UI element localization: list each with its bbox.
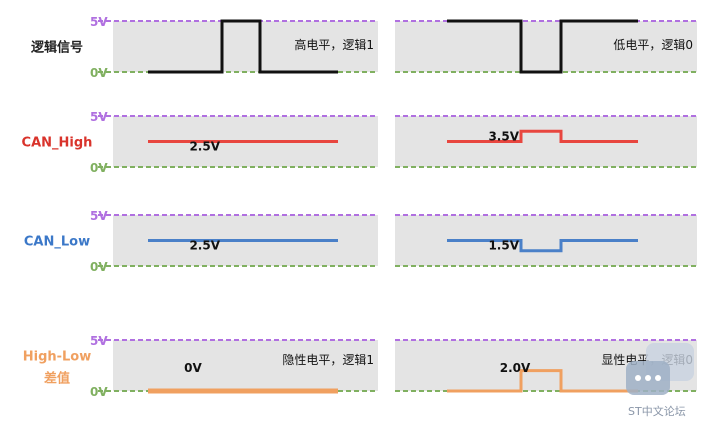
waveform xyxy=(148,19,338,74)
row-label: CAN_High xyxy=(22,136,93,151)
signal-panel xyxy=(395,21,697,72)
waveform xyxy=(447,369,638,393)
voltage-label: 1.5V xyxy=(488,239,519,253)
waveform xyxy=(447,19,638,74)
waveform xyxy=(447,129,638,143)
row-label: High-Low xyxy=(23,350,92,365)
diff-value-label: 0V xyxy=(184,361,202,375)
level-annotation: 低电平，逻辑0 xyxy=(613,38,693,52)
waveform xyxy=(447,239,638,253)
chat-bubble-icon xyxy=(626,343,694,395)
watermark-text: ST中文论坛 xyxy=(628,405,686,418)
level-annotation: 隐性电平，逻辑1 xyxy=(282,353,374,367)
row-label: 差值 xyxy=(44,371,70,387)
diff-value-label: 2.0V xyxy=(500,361,531,375)
signal-panel xyxy=(113,340,378,391)
signal-panel xyxy=(395,215,697,266)
voltage-label: 3.5V xyxy=(488,129,519,143)
signal-panel xyxy=(113,21,378,72)
row-label: 逻辑信号 xyxy=(31,40,83,56)
voltage-label: 2.5V xyxy=(189,140,220,154)
signal-panel xyxy=(395,116,697,167)
row-label: CAN_Low xyxy=(24,235,90,250)
level-annotation: 高电平，逻辑1 xyxy=(294,37,374,52)
voltage-label: 2.5V xyxy=(189,239,220,253)
